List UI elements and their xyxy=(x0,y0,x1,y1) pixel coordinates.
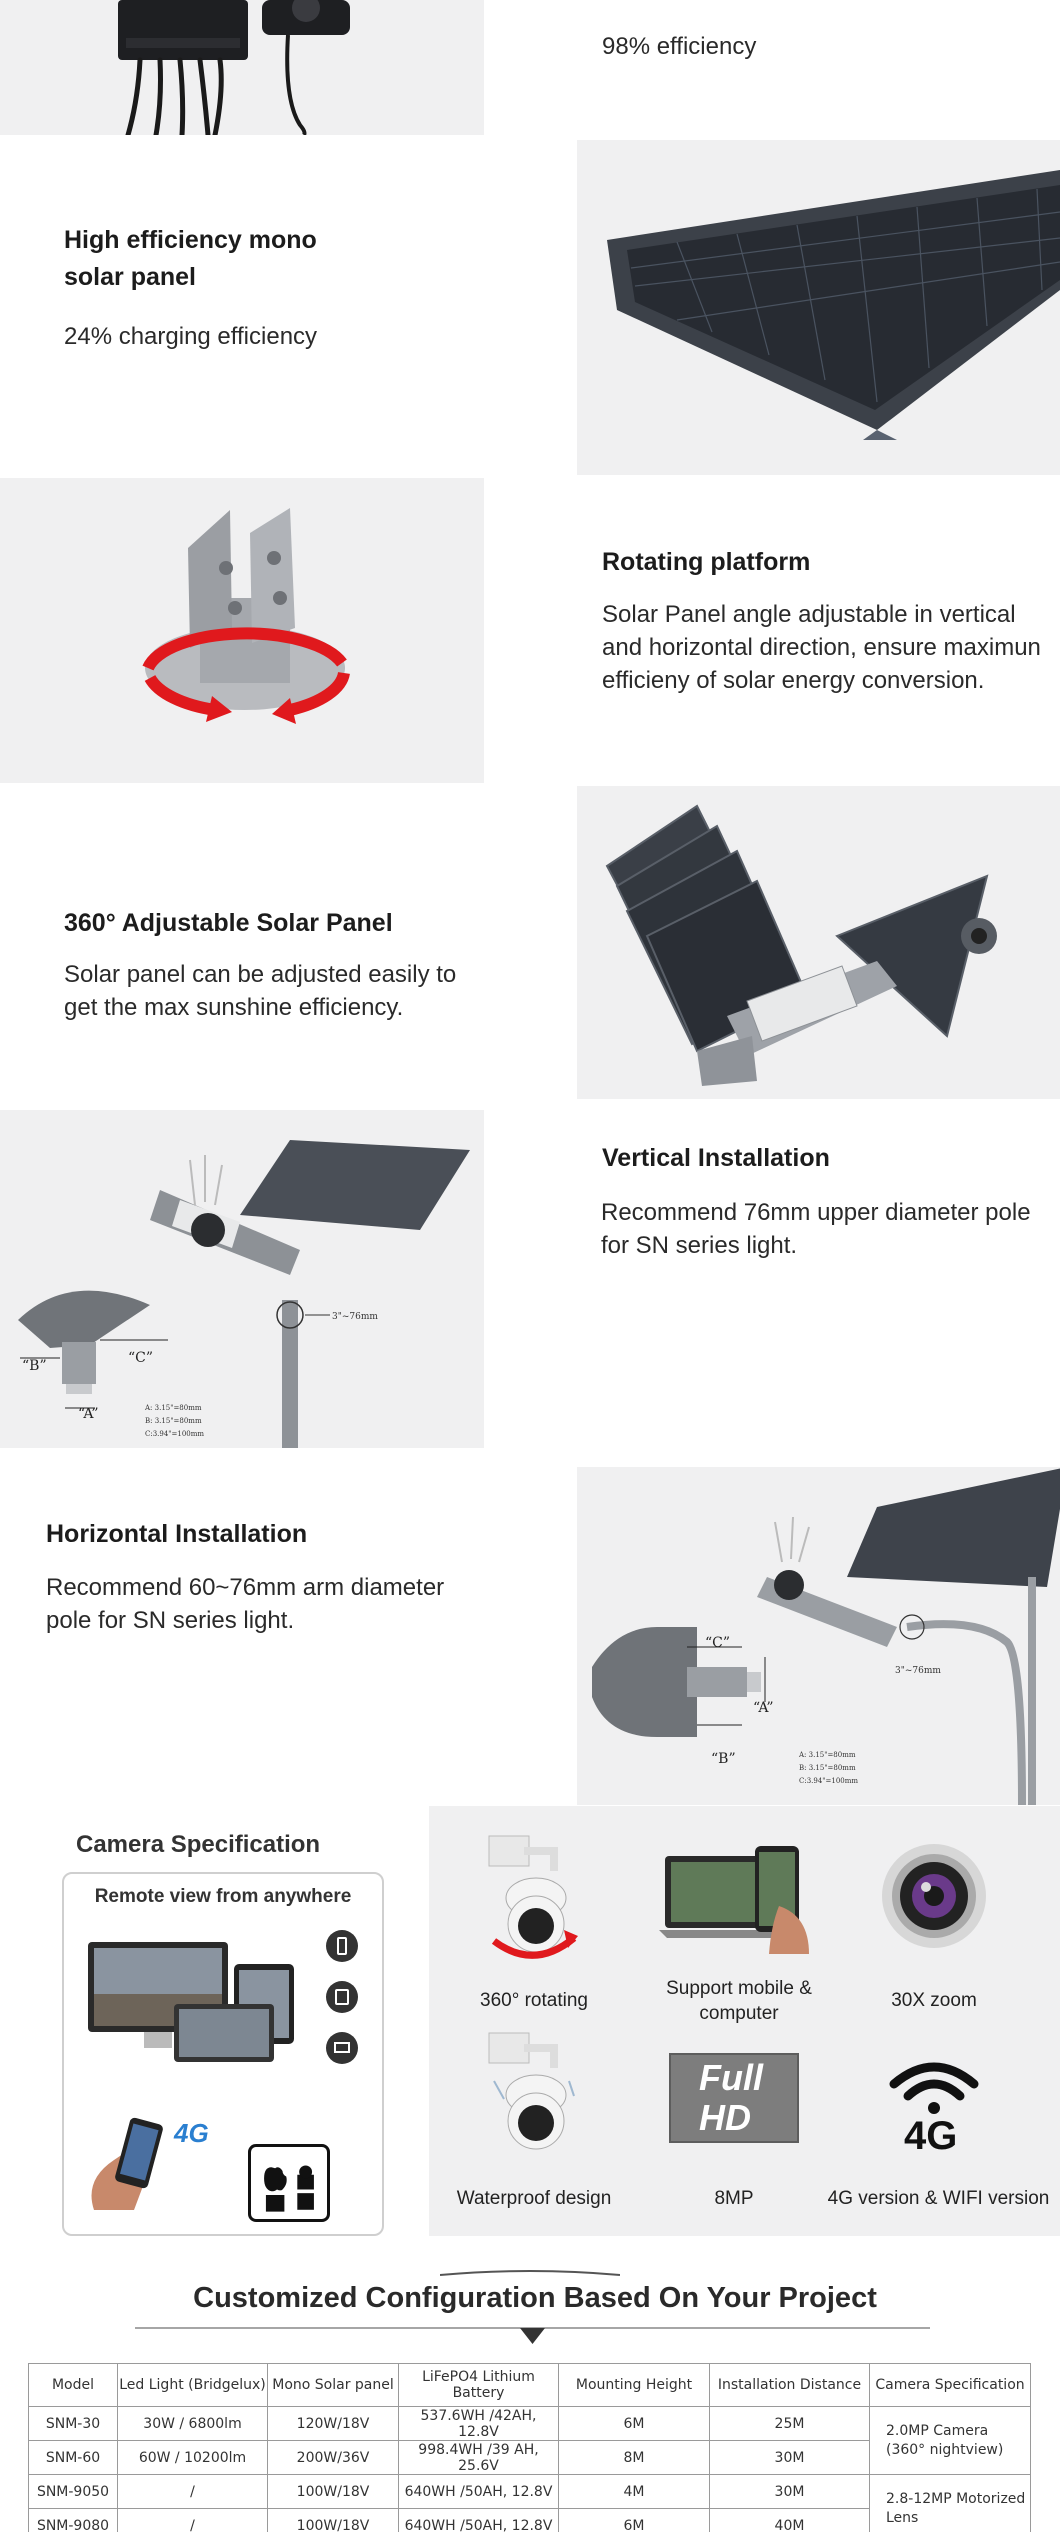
cell-height: 6M xyxy=(558,2508,710,2532)
header-panel: Mono Solar panel xyxy=(267,2363,399,2407)
h-dim-b-label: “B” xyxy=(711,1751,736,1767)
devices-illustration xyxy=(88,1942,294,2062)
h-pole-dim-label: 3"~76mm xyxy=(895,1666,941,1676)
header-camera: Camera Specification xyxy=(869,2363,1031,2407)
cell-led: 30W / 6800lm xyxy=(117,2406,268,2441)
cell-height: 8M xyxy=(558,2440,710,2475)
table-header-row: Model Led Light (Bridgelux) Mono Solar p… xyxy=(28,2363,1031,2407)
h-dim-a-value: A: 3.15"=80mm xyxy=(798,1751,856,1759)
vertical-installation-title: Vertical Installation xyxy=(602,1144,830,1172)
dim-a-value: A: 3.15"=80mm xyxy=(144,1404,202,1412)
cell-model: SNM-9050 xyxy=(28,2474,118,2509)
mono-panel-text: 24% charging efficiency xyxy=(64,323,318,350)
phone-icon xyxy=(326,1930,358,1962)
cell-distance: 30M xyxy=(709,2440,870,2475)
camera-spec-title: Camera Specification xyxy=(76,1831,321,1858)
h-dim-c-label: “C” xyxy=(705,1635,730,1651)
cell-panel: 100W/18V xyxy=(267,2508,399,2532)
cell-model: SNM-9080 xyxy=(28,2508,118,2532)
adjustable-panel-image xyxy=(577,786,1060,1099)
feature-label-4g-wifi: 4G version & WIFI version xyxy=(827,2188,1050,2209)
h-dim-b-value: B: 3.15"=80mm xyxy=(799,1764,856,1772)
cell-distance: 30M xyxy=(709,2474,870,2509)
full-hd-icon: Full HD xyxy=(669,2053,799,2143)
solar-panel-image xyxy=(577,140,1060,475)
wifi-4g-icon xyxy=(889,2062,979,2114)
cell-camera-spec: 2.8-12MP Motorized Lens xyxy=(869,2474,1031,2532)
header-model: Model xyxy=(28,2363,118,2407)
h-dim-a-label: “A” xyxy=(753,1700,774,1716)
table-row: SNM-9080 / 100W/18V 640WH /50AH, 12.8V 6… xyxy=(28,2508,1031,2532)
dim-c-label: “C” xyxy=(128,1350,153,1366)
cell-battery: 640WH /50AH, 12.8V xyxy=(398,2508,559,2532)
feature-label-zoom: 30X zoom xyxy=(891,1990,977,2011)
header-battery: LiFePO4 Lithium Battery xyxy=(398,2363,559,2407)
table-row: SNM-30 30W / 6800lm 120W/18V 537.6WH /42… xyxy=(28,2406,1031,2475)
rotating-camera-icon xyxy=(488,1835,578,1959)
adjustable-panel-text: Solar panel can be adjusted easily to ge… xyxy=(64,961,457,1021)
horizontal-installation-image: 3"~76mm “C” “A” “B” A: 3.15"=80mm B: 3.1… xyxy=(577,1467,1060,1805)
pole-dim-label: 3"~76mm xyxy=(332,1312,378,1322)
h-dim-c-value: C:3.94"=100mm xyxy=(799,1777,858,1785)
header-led: Led Light (Bridgelux) xyxy=(117,2363,268,2407)
waterproof-camera-icon xyxy=(488,2032,575,2150)
controller-efficiency-text: 98% efficiency xyxy=(602,33,757,60)
camera-features-panel: 360° rotating Support mobile & computer … xyxy=(429,1806,1060,2236)
feature-label-rotating: 360° rotating xyxy=(480,1990,588,2011)
hand-phone-illustration xyxy=(91,2117,163,2210)
cell-battery: 998.4WH /39 AH, 25.6V xyxy=(398,2440,559,2475)
cell-panel: 200W/36V xyxy=(267,2440,399,2475)
cell-model: SNM-30 xyxy=(28,2406,118,2441)
feature-label-8mp: 8MP xyxy=(714,2188,754,2209)
rotating-platform-title: Rotating platform xyxy=(602,548,811,576)
remote-view-card: Remote view from anywhere 4G xyxy=(62,1872,384,2236)
lens-icon xyxy=(882,1844,986,1948)
cell-distance: 25M xyxy=(709,2406,870,2441)
adjustable-panel-title: 360° Adjustable Solar Panel xyxy=(64,909,393,937)
config-table: Model Led Light (Bridgelux) Mono Solar p… xyxy=(28,2363,1031,2532)
dim-c-value: C:3.94"=100mm xyxy=(145,1430,204,1438)
feature-label-mobile-computer: Support mobile & computer xyxy=(666,1978,812,2024)
cell-distance: 40M xyxy=(709,2508,870,2532)
cell-camera-spec: 2.0MP Camera (360° nightview) xyxy=(869,2406,1031,2475)
remote-view-title: Remote view from anywhere xyxy=(94,1886,352,1907)
cell-battery: 537.6WH /42AH, 12.8V xyxy=(398,2406,559,2441)
header-distance: Installation Distance xyxy=(709,2363,870,2407)
cell-battery: 640WH /50AH, 12.8V xyxy=(398,2474,559,2509)
table-row: SNM-60 60W / 10200lm 200W/36V 998.4WH /3… xyxy=(28,2440,1031,2475)
dim-a-label: “A” xyxy=(78,1406,99,1422)
tablet-icon xyxy=(326,1981,358,2013)
horizontal-installation-text: Recommend 60~76mm arm diameter pole for … xyxy=(46,1574,445,1634)
table-row: SNM-9050 / 100W/18V 640WH /50AH, 12.8V 4… xyxy=(28,2474,1031,2532)
wifi-4g-text: 4G xyxy=(904,2114,958,2158)
rotating-platform-text: Solar Panel angle adjustable in vertical… xyxy=(602,601,1041,694)
cell-height: 4M xyxy=(558,2474,710,2509)
badge-4g: 4G xyxy=(174,2118,209,2148)
vertical-installation-image: 3"~76mm “B” “C” “A” A: 3.15"=80mm B: 3.1… xyxy=(0,1110,484,1448)
cell-model: SNM-60 xyxy=(28,2440,118,2475)
config-title: Customized Configuration Based On Your P… xyxy=(193,2282,877,2314)
monitor-icon xyxy=(326,2032,358,2064)
app-platforms-icon xyxy=(248,2144,330,2222)
cell-panel: 100W/18V xyxy=(267,2474,399,2509)
cell-panel: 120W/18V xyxy=(267,2406,399,2441)
cell-led: / xyxy=(117,2474,268,2509)
laptop-phone-icon xyxy=(659,1846,809,1954)
cell-led: / xyxy=(117,2508,268,2532)
rotating-platform-image xyxy=(0,478,484,783)
header-height: Mounting Height xyxy=(558,2363,710,2407)
dim-b-label: “B” xyxy=(22,1358,47,1374)
cell-height: 6M xyxy=(558,2406,710,2441)
horizontal-installation-title: Horizontal Installation xyxy=(46,1520,308,1548)
dim-b-value: B: 3.15"=80mm xyxy=(145,1417,202,1425)
vertical-installation-text: Recommend 76mm upper diameter pole for S… xyxy=(601,1199,1031,1259)
config-heading-divider xyxy=(135,2327,930,2344)
controller-image xyxy=(0,0,484,135)
config-heading-divider-top xyxy=(440,2270,620,2276)
mono-panel-title: High efficiency mono solar panel xyxy=(64,226,317,291)
feature-label-waterproof: Waterproof design xyxy=(456,2188,612,2209)
cell-led: 60W / 10200lm xyxy=(117,2440,268,2475)
